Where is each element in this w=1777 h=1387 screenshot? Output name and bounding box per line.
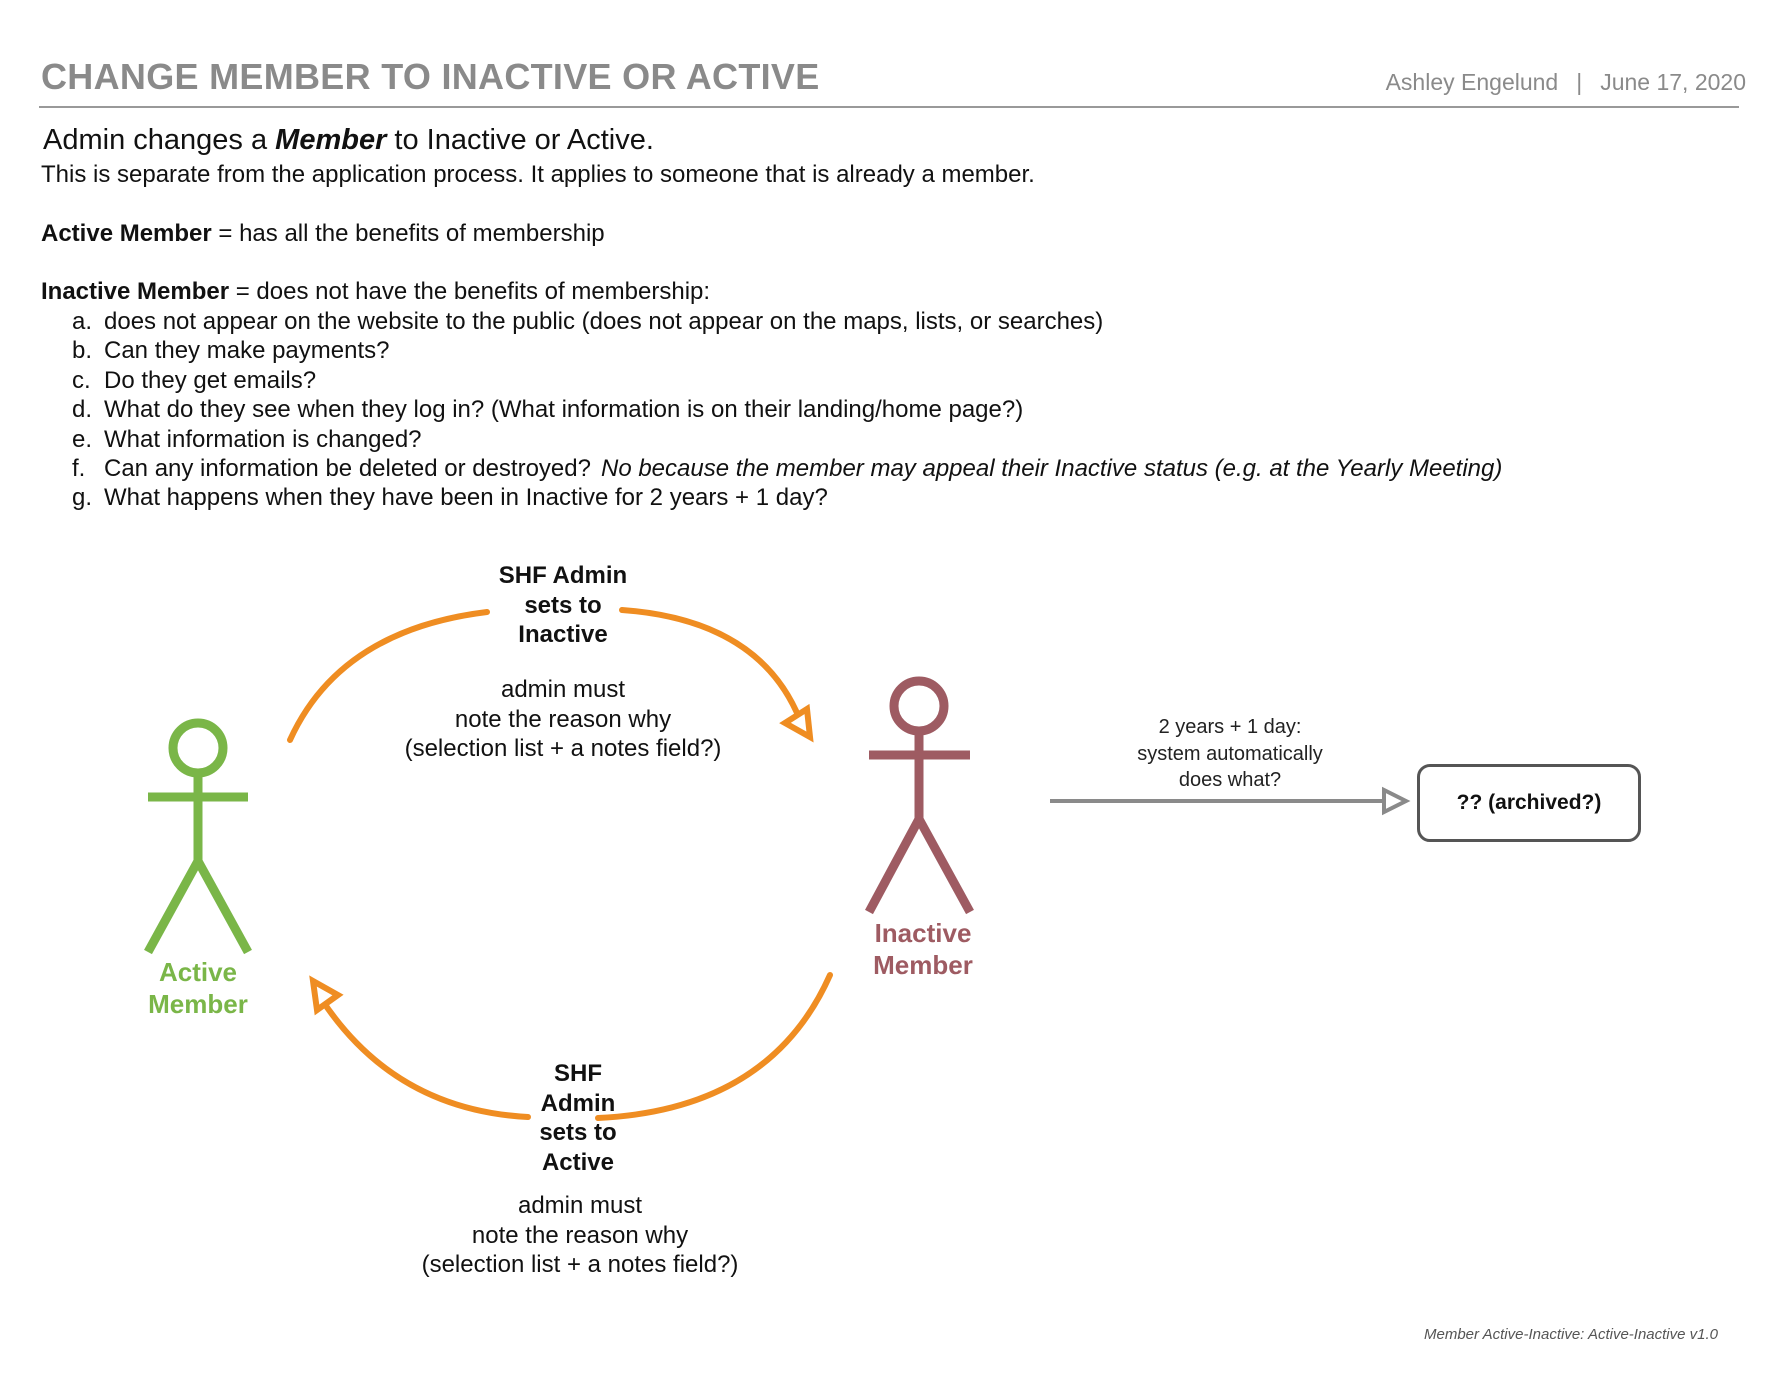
list-letter: g. <box>72 484 93 512</box>
headline: Admin changes a Member to Inactive or Ac… <box>43 124 654 157</box>
list-note: No because the member may appeal their I… <box>600 455 1503 483</box>
auto-transition-arrowhead-icon <box>1382 786 1411 816</box>
inactive-member-definition: Inactive Member = does not have the bene… <box>41 278 710 306</box>
headline-suffix: to Inactive or Active. <box>386 124 654 156</box>
auto-transition-label: 2 years + 1 day: system automatically do… <box>1090 714 1370 794</box>
list-letter: e. <box>72 425 93 453</box>
author-date: Ashley Engelund | June 17, 2020 <box>1386 69 1746 96</box>
note-line: admin must <box>500 676 626 703</box>
list-letter: a. <box>72 308 93 335</box>
list-text: What do they see when they log in? (What… <box>104 396 1024 424</box>
note-line: note the reason why <box>454 705 672 733</box>
to-inactive-arc <box>287 607 814 743</box>
list-text: does not appear on the website to the pu… <box>104 308 1104 335</box>
transition-line: does what? <box>1178 769 1282 791</box>
transition-line: system automatically <box>1137 742 1323 765</box>
label-line: SHF <box>554 1060 602 1087</box>
to-active-note: admin must note the reason why (selectio… <box>380 1191 780 1280</box>
list-item: d. What do they see when they log in? (Wh… <box>72 395 1502 424</box>
transition-line: 2 years + 1 day: <box>1158 716 1302 738</box>
active-member-definition: Active Member = has all the benefits of … <box>41 220 605 248</box>
inactive-member-actor-icon <box>865 676 974 915</box>
list-item: f. Can any information be deleted or dest… <box>72 454 1502 483</box>
actor-label-line: Active <box>158 957 238 987</box>
to-inactive-label: SHF Admin sets to Inactive <box>443 561 683 650</box>
headline-member: Member <box>275 124 387 156</box>
inactive-term: Inactive Member <box>41 278 230 305</box>
actor-label-line: Inactive <box>874 918 972 948</box>
active-member-label: Active Member <box>118 956 278 1020</box>
to-inactive-arrowhead-icon <box>779 703 814 743</box>
document-date: June 17, 2020 <box>1600 69 1746 95</box>
headline-prefix: Admin changes a <box>43 124 276 156</box>
note-line: note the reason why <box>471 1221 689 1249</box>
header-rule <box>39 106 1739 108</box>
archived-state-box: ?? (archived?) <box>1417 764 1641 842</box>
list-text: What information is changed? <box>104 425 422 453</box>
to-inactive-note: admin must note the reason why (selectio… <box>373 675 753 764</box>
question-list: a. does not appear on the website to the … <box>72 307 1502 513</box>
to-active-label: SHF Admin sets to Active <box>508 1059 648 1177</box>
page-title: CHANGE MEMBER TO INACTIVE OR ACTIVE <box>41 56 820 97</box>
list-letter: d. <box>72 396 93 424</box>
active-member-actor-icon <box>144 718 252 955</box>
label-line: Inactive <box>518 621 608 648</box>
footer-caption: Member Active-Inactive: Active-Inactive … <box>1424 1326 1718 1343</box>
inactive-text: = does not have the benefits of membersh… <box>229 278 711 305</box>
list-text: Can they make payments? <box>104 337 390 365</box>
label-line: sets to <box>524 591 602 619</box>
list-item: c. Do they get emails? <box>72 366 1502 395</box>
to-active-arc <box>309 972 833 1121</box>
note-line: (selection list + a notes field?) <box>404 735 722 762</box>
active-term: Active Member <box>41 220 212 247</box>
meta-separator: | <box>1576 69 1583 95</box>
note-line: admin must <box>517 1192 643 1219</box>
list-letter: f. <box>72 455 86 483</box>
label-line: SHF Admin <box>498 562 628 589</box>
author-name: Ashley Engelund <box>1385 69 1559 95</box>
to-active-arrowhead-icon <box>309 975 344 1016</box>
list-item: b. Can they make payments? <box>72 336 1502 365</box>
actor-label-line: Member <box>148 989 248 1019</box>
list-text: Can any information be deleted or destro… <box>104 455 591 483</box>
actor-label-line: Member <box>873 950 973 980</box>
list-item: e. What information is changed? <box>72 425 1502 454</box>
auto-transition-arrow <box>1050 786 1411 816</box>
label-line: sets to <box>539 1119 617 1146</box>
label-line: Admin <box>540 1089 616 1117</box>
intro-subline: This is separate from the application pr… <box>41 161 1035 188</box>
note-line: (selection list + a notes field?) <box>421 1251 739 1278</box>
list-letter: c. <box>72 366 91 394</box>
active-text: = has all the benefits of membership <box>211 220 605 247</box>
list-item: a. does not appear on the website to the … <box>72 307 1502 336</box>
inactive-member-label: Inactive Member <box>843 917 1003 981</box>
list-text: What happens when they have been in Inac… <box>104 484 828 512</box>
list-text: Do they get emails? <box>104 366 317 394</box>
label-line: Active <box>541 1148 615 1176</box>
list-letter: b. <box>72 337 93 365</box>
list-item: g. What happens when they have been in In… <box>72 483 1502 512</box>
